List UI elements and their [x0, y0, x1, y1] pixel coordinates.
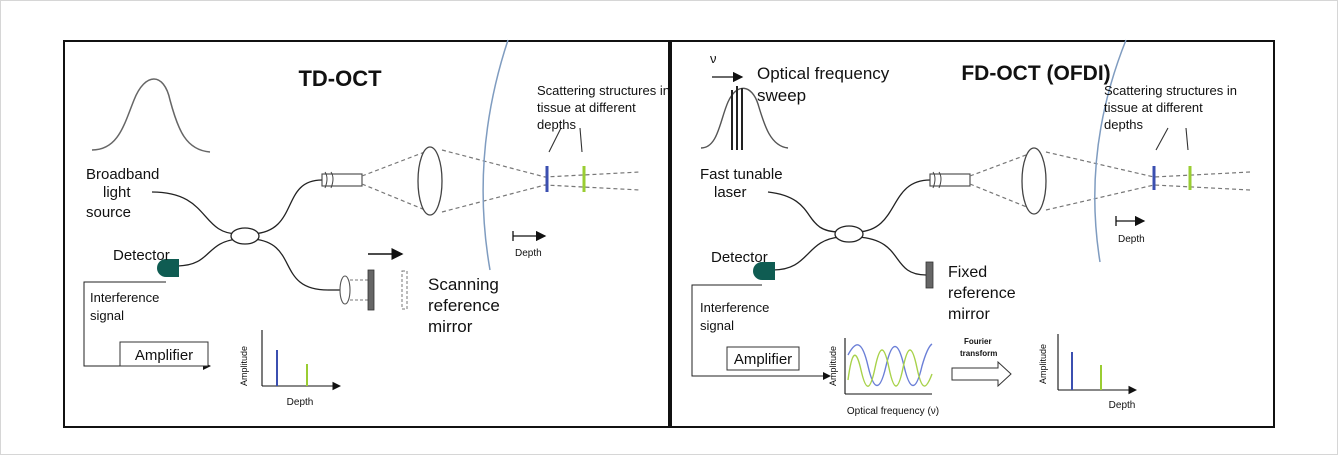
td-amplifier-label: Amplifier — [135, 347, 193, 364]
sample-collimator — [321, 173, 363, 187]
fd-scattering-label: Scattering structures in tissue at diffe… — [1104, 83, 1241, 132]
fd-oct-panel-border — [670, 40, 1275, 428]
fd-sample-beam-expanding — [969, 151, 1035, 211]
fd-plot-ylabel: Amplitude — [1038, 344, 1048, 384]
fd-detector-icon — [753, 262, 775, 280]
scanned-mirror-position — [401, 270, 408, 310]
signal-plot-ylabel: Amplitude — [828, 346, 838, 386]
sample-arm-fiber — [251, 179, 323, 235]
fd-plot-xlabel: Depth — [1109, 400, 1136, 411]
fd-collimator-break-icon — [932, 171, 942, 189]
broadband-spectrum-curve — [91, 78, 211, 153]
interference-fringe-deep — [847, 349, 933, 387]
fd-source-fiber — [767, 191, 841, 233]
fd-detector-signal-wire — [691, 284, 831, 380]
fd-sample-collimator — [929, 173, 971, 187]
fd-detector-fiber — [772, 236, 841, 271]
fd-sample-arm-fiber — [857, 179, 931, 233]
fd-amplifier-box — [726, 346, 800, 371]
fd-oct-title: FD-OCT (OFDI) — [961, 62, 1110, 85]
fd-amplifier-label: Amplifier — [734, 351, 792, 368]
detector-fiber — [177, 238, 239, 267]
fd-sample-beam-focused — [1045, 151, 1251, 211]
td-plot-xlabel: Depth — [287, 397, 314, 408]
interference-fringe-shallow — [847, 343, 933, 387]
reference-arm-fiber — [251, 238, 329, 291]
fd-depth-label: Depth — [1118, 234, 1145, 245]
td-interference-label: Interference signal — [90, 290, 163, 323]
fiber-coupler — [230, 227, 260, 245]
source-fiber — [151, 191, 239, 235]
tissue-surface-arc — [482, 39, 509, 271]
reference-mirror — [367, 269, 375, 311]
fd-oct-panel: FD-OCT (OFDI) ν Optical frequency sweep … — [670, 39, 1275, 428]
signal-plot-xlabel: Optical frequency (ν) — [847, 406, 939, 417]
fourier-transform-label: Fourier transform — [960, 337, 997, 358]
scatterer-pointer-lines — [548, 127, 583, 153]
collimator-break-icon — [324, 171, 334, 189]
reference-beam — [350, 279, 368, 301]
broadband-source-label: Broadband light source — [86, 166, 164, 221]
fd-fiber-coupler — [834, 225, 864, 243]
td-plot-ylabel: Amplitude — [239, 346, 249, 386]
fd-detector-label: Detector — [711, 249, 768, 266]
td-depth-label: Depth — [515, 248, 542, 259]
td-oct-title: TD-OCT — [298, 66, 382, 91]
reference-lens — [339, 275, 351, 305]
td-detector-label: Detector — [113, 247, 170, 264]
sweep-nu-symbol: ν — [710, 51, 717, 66]
objective-lens — [417, 146, 443, 216]
td-oct-panel: TD-OCT Broadband light source Scattering… — [63, 39, 674, 428]
td-oct-panel-border — [63, 40, 670, 428]
fixed-mirror-label: Fixed reference mirror — [948, 264, 1020, 323]
fixed-reference-mirror — [925, 261, 934, 289]
fd-interference-label: Interference signal — [700, 300, 773, 333]
fd-objective-lens — [1021, 147, 1047, 215]
scanning-mirror-label: Scanning reference mirror — [428, 275, 505, 336]
td-scattering-label: Scattering structures in tissue at diffe… — [537, 83, 674, 132]
sample-beam-expanding — [361, 149, 431, 213]
fd-reference-arm-fiber — [857, 236, 927, 276]
fourier-transform-arrow — [951, 360, 1012, 388]
fd-tissue-surface-arc — [1094, 39, 1127, 263]
fd-scatterer-pointer-lines — [1155, 127, 1189, 151]
amplifier-box — [119, 341, 209, 367]
tunable-laser-label: Fast tunable laser — [700, 166, 787, 201]
detector-icon — [157, 259, 179, 277]
sample-beam-focused — [441, 149, 641, 213]
optical-frequency-sweep-label: Optical frequency sweep — [757, 64, 894, 105]
